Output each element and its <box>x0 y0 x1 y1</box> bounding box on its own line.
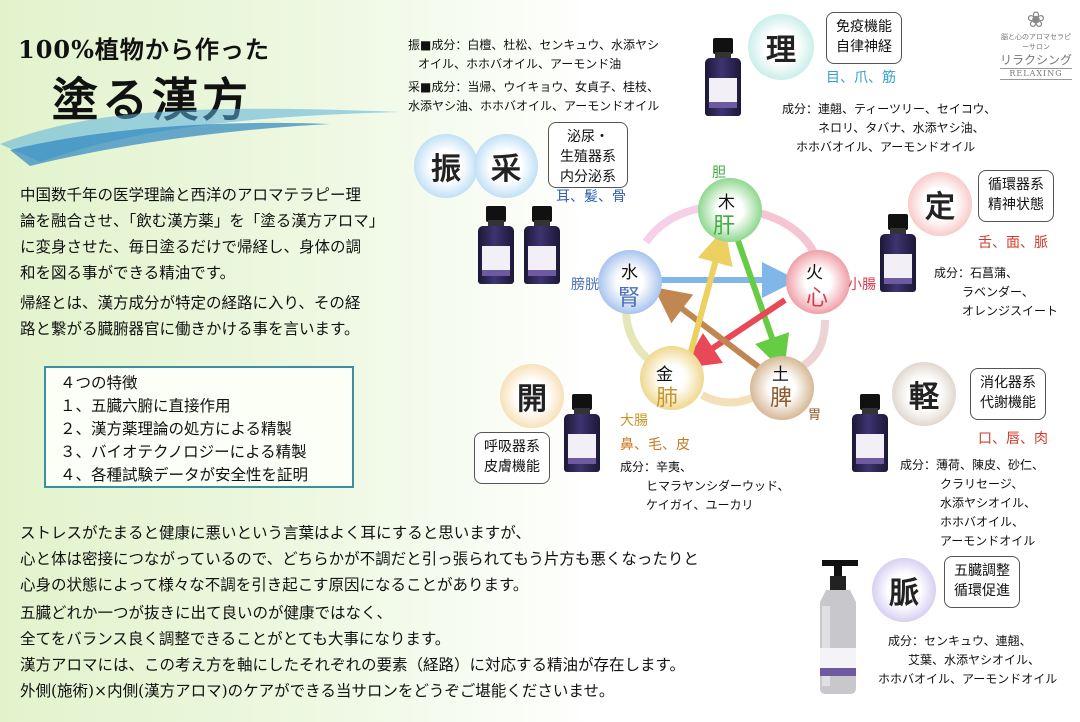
five-element-wheel <box>598 178 850 420</box>
water-fu: 膀胱 <box>571 277 599 293</box>
tei-circle: 定 <box>908 172 972 236</box>
bottle-icon <box>705 38 741 118</box>
tei-parts: 舌、面、脈 <box>978 235 1048 251</box>
bottom-paragraph-3: 外側(施術)×内側(漢方アロマ)のケアができる当サロンをどうぞご堪能くださいませ… <box>20 682 615 700</box>
kai-circle: 開 <box>500 364 564 428</box>
earth-element: 土 <box>772 365 789 385</box>
shin-sai-box: 泌尿・生殖器系内分泌系 <box>548 122 628 188</box>
ri-circle: 理 <box>748 14 814 80</box>
bottle-icon <box>478 206 514 286</box>
kai-ingredients: 成分：辛夷、 ヒマラヤンシダーウッド、 ケイガイ、ユーカリ <box>620 460 790 512</box>
kai-box: 呼吸器系皮膚機能 <box>474 432 550 484</box>
subtitle: 100%植物から作った <box>18 35 270 64</box>
shin-sai-parts: 耳、髪、骨 <box>556 189 626 205</box>
earth-organ: 脾 <box>770 386 793 411</box>
kei-parts: 口、唇、肉 <box>978 431 1048 447</box>
bottle-icon <box>880 214 916 294</box>
sai-circle: 采 <box>474 134 538 198</box>
bottle-icon <box>564 394 600 474</box>
ri-parts: 目、爪、筋 <box>826 70 896 86</box>
tei-ingredients: 成分：石菖蒲、 ラベンダー、 オレンジスイート <box>934 266 1059 318</box>
kei-ingredients: 成分：薄荷、陳皮、砂仁、 クラリセージ、 水添ヤシオイル、 ホホバオイル、 アー… <box>900 458 1045 548</box>
bottom-paragraph-2: 五臓どれか一つが抜きに出て良いのが健康ではなく、全てをバランス良く調整できること… <box>20 604 685 674</box>
metal-element: 金 <box>656 365 673 385</box>
ri-ingredients: 成分：連翹、ティーツリー、セイコウ、 ネロリ、タバナ、水添ヤシ油、 ホホバオイル… <box>782 102 997 154</box>
wood-element: 木 <box>718 193 735 213</box>
fire-organ: 心 <box>806 286 829 311</box>
pump-bottle-icon <box>820 560 858 694</box>
water-organ: 腎 <box>618 286 641 311</box>
ri-box: 免疫機能自律神経 <box>826 12 902 64</box>
shin-circle: 振 <box>414 134 478 198</box>
kei-circle: 軽 <box>892 362 956 426</box>
myaku-circle: 脈 <box>872 558 936 622</box>
fire-fu: 小腸 <box>848 277 876 293</box>
lotus-icon: ❀ <box>1026 8 1046 33</box>
bottle-icon <box>852 394 888 474</box>
brand-logo: ❀ 脳と心のアロマセラピーサロン リラクシング RELAXING <box>1000 8 1073 80</box>
kai-parts: 鼻、毛、皮 <box>620 437 690 453</box>
sai-ingredients: 采■成分：当帰、ウイキョウ、女貞子、桂枝、 水添ヤシ油、ホホバオイル、アーモンド… <box>408 80 660 113</box>
brush-swoosh <box>0 108 400 166</box>
myaku-box: 五臓調整循環促進 <box>944 556 1020 608</box>
water-element: 水 <box>621 263 638 283</box>
fire-element: 火 <box>806 263 823 283</box>
metal-organ: 肺 <box>656 386 679 411</box>
wood-organ: 肝 <box>713 214 736 239</box>
shin-ingredients: 振■成分：白檀、杜松、センキュウ、水添ヤシ オイル、ホホバオイル、アーモンド油 <box>408 38 659 71</box>
myaku-ingredients: 成分：センキュウ、連翹、 艾葉、水添ヤシオイル、 ホホバオイル、アーモンドオイル <box>878 634 1058 686</box>
wood-fu: 胆 <box>712 165 726 181</box>
metal-fu: 大腸 <box>620 413 648 429</box>
bottom-paragraph-1: ストレスがたまると健康に悪いという言葉はよく耳にすると思いますが、心と体は密接に… <box>20 524 699 594</box>
earth-fu: 胃 <box>808 408 822 423</box>
bottle-icon <box>524 206 560 286</box>
intro-paragraph-2: 帰経とは、漢方成分が特定の経路に入り、その経路と繋がる臓腑器官に働きかける事を言… <box>20 294 361 338</box>
tei-box: 循環器系精神状態 <box>978 170 1054 222</box>
intro-paragraph: 中国数千年の医学理論と西洋のアロマテラピー理論を融合させ、「飲む漢方薬」を「塗る… <box>20 186 385 282</box>
kei-box: 消化器系代謝機能 <box>970 368 1046 420</box>
